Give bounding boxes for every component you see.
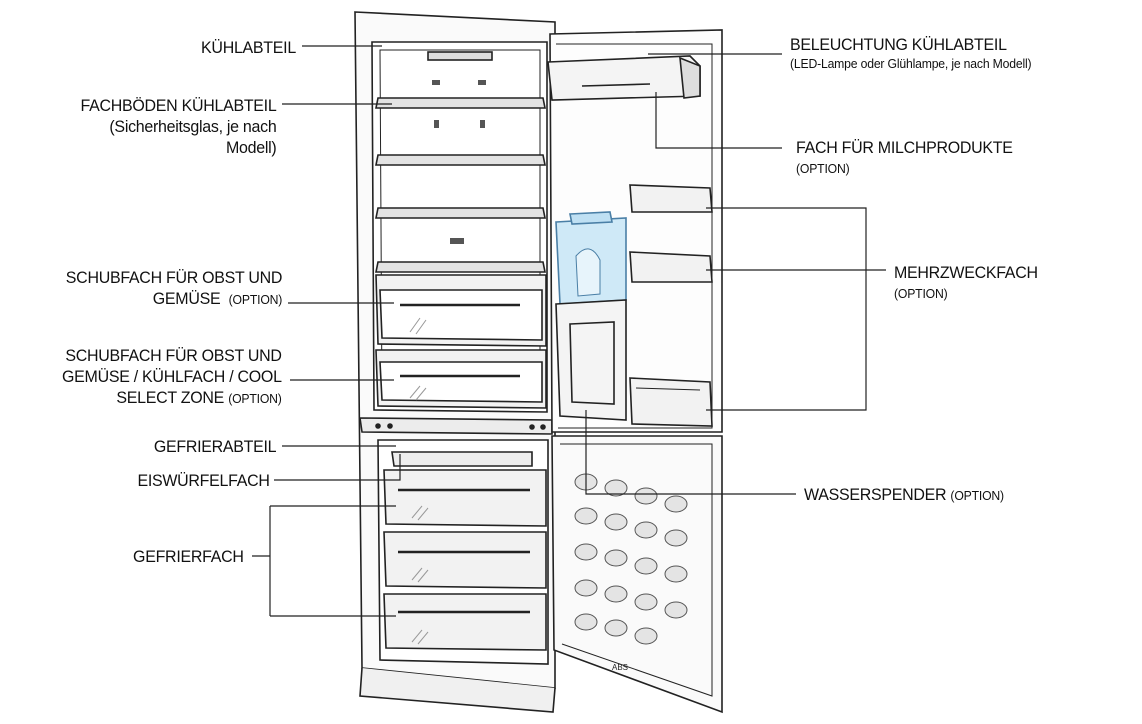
label-kuehlabteil: KÜHLABTEIL xyxy=(201,38,296,57)
label-mehrzweckfach-title: MEHRZWECKFACH xyxy=(894,263,1038,282)
freezer-door-pockets xyxy=(574,473,688,645)
leader-lines xyxy=(252,45,886,617)
label-fachboeden-sub2: Modell) xyxy=(225,138,277,157)
label-schubfach-cool-option: (OPTION) xyxy=(228,391,283,406)
svg-text:ABS: ABS xyxy=(612,663,628,672)
label-schubfach-obst-line2: GEMÜSE (OPTION) xyxy=(66,288,283,310)
leader-eiswuerfelfach xyxy=(274,454,401,481)
label-fachboeden: FACHBÖDEN KÜHLABTEIL (Sicherheitsglas, j… xyxy=(80,95,276,158)
label-mehrzweckfach-option: (OPTION) xyxy=(894,286,948,301)
label-gefrierabteil: GEFRIERABTEIL xyxy=(153,437,277,456)
label-schubfach-obst-gemuese: GEMÜSE xyxy=(152,289,221,308)
label-fachboeden-title: FACHBÖDEN KÜHLABTEIL xyxy=(80,96,276,115)
label-schubfach-cool-line3: SELECT ZONE (OPTION) xyxy=(62,387,282,409)
label-fachboeden-sub1: (Sicherheitsglas, je nach xyxy=(108,117,277,136)
label-milchprodukte-title: FACH FÜR MILCHPRODUKTE xyxy=(796,138,1013,157)
label-schubfach-cool-line2: GEMÜSE / KÜHLFACH / COOL xyxy=(62,367,282,386)
label-schubfach-cool-line1: SCHUBFACH FÜR OBST UND xyxy=(65,346,283,365)
label-schubfach-obst-option: (OPTION) xyxy=(228,292,283,307)
label-schubfach-cool-select: SCHUBFACH FÜR OBST UND GEMÜSE / KÜHLFACH… xyxy=(62,345,282,409)
label-gefrierfach: GEFRIERFACH xyxy=(133,547,244,566)
label-wasserspender: WASSERSPENDER (OPTION) xyxy=(804,484,1004,506)
leader-gefrierfach xyxy=(252,505,396,617)
fridge-door: ABS xyxy=(547,29,723,714)
leader-milch xyxy=(655,92,782,149)
label-milchprodukte-option: (OPTION) xyxy=(796,161,850,176)
label-schubfach-cool-zone: SELECT ZONE xyxy=(116,388,225,407)
leader-mehrzweck xyxy=(706,207,886,411)
label-milchprodukte: FACH FÜR MILCHPRODUKTE (OPTION) xyxy=(796,137,1013,179)
label-beleuchtung-title: BELEUCHTUNG KÜHLABTEIL xyxy=(790,35,1007,54)
label-mehrzweckfach: MEHRZWECKFACH (OPTION) xyxy=(894,262,1038,304)
label-schubfach-obst-line1: SCHUBFACH FÜR OBST UND xyxy=(65,268,283,287)
label-schubfach-obst: SCHUBFACH FÜR OBST UND GEMÜSE (OPTION) xyxy=(65,267,283,310)
label-beleuchtung-sub: (LED-Lampe oder Glühlampe, je nach Model… xyxy=(790,56,1032,71)
leader-wasser xyxy=(585,410,796,495)
label-eiswuerfelfach: EISWÜRFELFACH xyxy=(137,471,270,490)
label-beleuchtung: BELEUCHTUNG KÜHLABTEIL (LED-Lampe oder G… xyxy=(790,34,1032,72)
label-wasserspender-title: WASSERSPENDER xyxy=(804,485,947,504)
label-wasserspender-option: (OPTION) xyxy=(950,488,1004,503)
fridge-cabinet xyxy=(354,11,556,713)
